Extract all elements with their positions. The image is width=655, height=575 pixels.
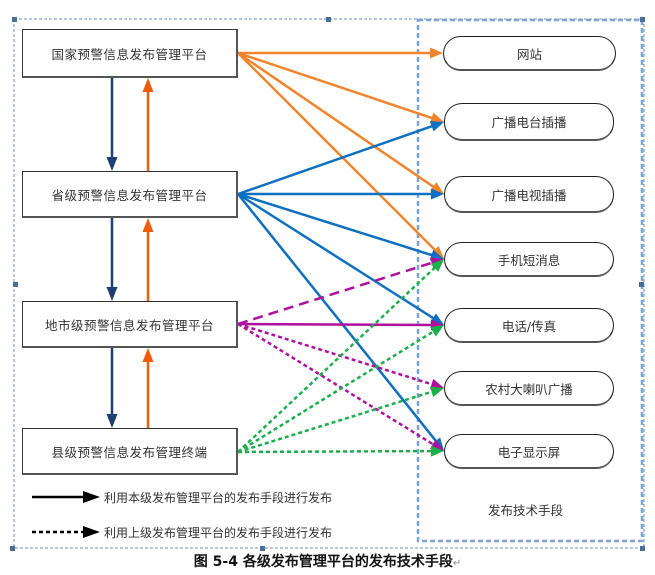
channel-label: 电话/传真 [501, 318, 557, 334]
edge-provincial-to-radio [237, 124, 435, 196]
down-arrowhead [106, 287, 118, 301]
arrowhead-county-to-loudspeaker [429, 386, 444, 398]
up-arrowhead [142, 348, 154, 362]
arrowhead-county-to-sms [430, 259, 444, 272]
arrowhead-provincial-to-sms [429, 249, 444, 261]
arrowhead-provincial-to-tv [431, 188, 444, 200]
edge-provincial-to-phone [237, 192, 436, 321]
frame-handle[interactable] [640, 17, 645, 22]
edge-provincial-to-sms [237, 192, 434, 257]
paragraph-mark: ↵ [452, 558, 462, 569]
figure-caption: 图 5-4 各级发布管理平台的发布技术手段↵ [0, 551, 655, 571]
channel-label: 农村大喇叭广播 [485, 381, 573, 397]
platform-label: 地市级预警信息发布管理平台 [44, 317, 214, 333]
edge-national-to-radio [237, 51, 434, 120]
arrowhead-national-to-sms [430, 245, 444, 259]
frame-handle[interactable] [10, 546, 15, 551]
legend-arrows [32, 491, 100, 538]
channel-label: 广播电视插播 [491, 187, 567, 203]
edge-city-to-sms [237, 261, 434, 326]
channel-label: 广播电台插播 [491, 115, 567, 130]
edge-city-to-phone [237, 322, 434, 327]
legend-dashed-arrowhead [83, 526, 100, 538]
edge-provincial-to-display [237, 193, 439, 444]
arrowhead-national-to-website [430, 47, 443, 59]
edge-county-to-phone [237, 329, 436, 454]
platform-national: 国家预警信息发布管理平台 [22, 29, 238, 78]
arrowhead-provincial-to-radio [429, 121, 444, 132]
channel-group-label: 发布技术手段 [488, 503, 564, 518]
edge-county-to-display [237, 449, 434, 454]
edge-city-to-loudspeaker [237, 322, 434, 386]
channel-phone: 电话/传真 [444, 308, 614, 343]
arrowhead-national-to-radio [429, 112, 444, 124]
channel-sms: 手机短消息 [444, 242, 614, 277]
channel-tv: 广播电视插播 [444, 176, 614, 213]
frame-handle[interactable] [639, 282, 644, 287]
channel-display: 电子显示屏 [444, 434, 614, 469]
channel-label: 网站 [516, 46, 542, 62]
channel-label: 手机短消息 [497, 252, 561, 268]
platform-county: 县级预警信息发布管理终端 [22, 428, 238, 475]
edge-county-to-sms [237, 265, 437, 453]
channel-radio: 广播电台插播 [444, 103, 614, 141]
channel-group-box [416, 18, 644, 543]
frame-handle[interactable] [640, 546, 645, 551]
down-arrowhead [106, 157, 118, 171]
hierarchy-arrows [106, 78, 154, 428]
arrowhead-city-to-loudspeaker [429, 378, 444, 390]
frame-handle[interactable] [13, 282, 18, 287]
legend-solid-arrowhead [83, 491, 100, 503]
platform-provincial: 省级预警信息发布管理平台 [22, 171, 238, 218]
down-arrowhead [106, 414, 118, 428]
caption-text: 图 5-4 各级发布管理平台的发布技术手段 [193, 554, 453, 570]
platform-label: 省级预警信息发布管理平台 [51, 187, 208, 203]
frame-handle[interactable] [260, 546, 265, 551]
arrowhead-county-to-phone [430, 325, 444, 337]
platform-city: 地市级预警信息发布管理平台 [22, 301, 238, 348]
legend-solid-text: 利用本级发布管理平台的发布手段进行发布 [104, 491, 333, 505]
platform-label: 县级预警信息发布管理终端 [51, 444, 208, 460]
edge-national-to-tv [237, 51, 436, 189]
up-arrowhead [142, 218, 154, 232]
edge-county-to-loudspeaker [237, 390, 434, 454]
up-arrowhead [142, 78, 154, 92]
frame-handle[interactable] [12, 17, 17, 22]
platform-label: 国家预警信息发布管理平台 [51, 46, 208, 62]
legend-dashed-text: 利用上级发布管理平台的发布手段进行发布 [104, 526, 333, 540]
edge-national-to-sms [237, 52, 438, 253]
edge-arrows [237, 47, 444, 457]
arrowhead-county-to-display [430, 445, 444, 457]
edge-city-to-display [237, 322, 436, 447]
channel-loudspeaker: 农村大喇叭广播 [444, 371, 614, 406]
channel-label: 电子显示屏 [497, 444, 561, 460]
channel-website: 网站 [443, 36, 616, 71]
frame-handle[interactable] [326, 17, 331, 22]
